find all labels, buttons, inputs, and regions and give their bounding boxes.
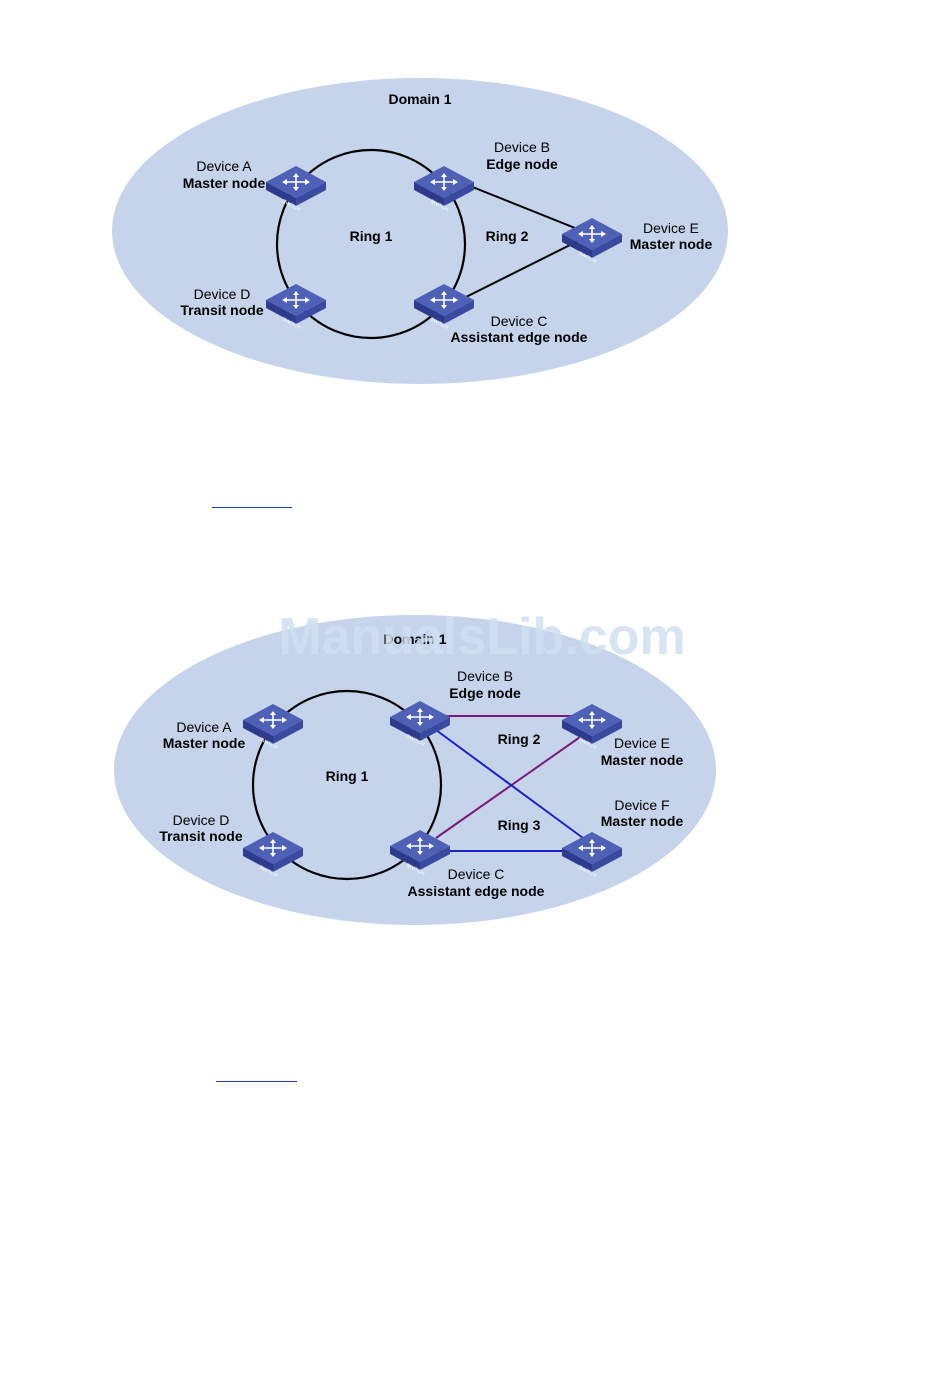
device-f-role: Master node <box>601 813 684 829</box>
watermark: ManualsLib.com <box>278 608 685 666</box>
device-a-name: Device A <box>196 158 252 174</box>
device-e-role: Master node <box>601 752 684 768</box>
domain-1-area <box>112 78 728 384</box>
device-a-name: Device A <box>176 719 232 735</box>
domain-label: Domain 1 <box>388 91 451 107</box>
device-d-name: Device D <box>173 812 230 828</box>
device-e-role: Master node <box>630 236 713 252</box>
device-b-name: Device B <box>494 139 550 155</box>
device-d-name: Device D <box>194 286 251 302</box>
device-b-role: Edge node <box>449 685 521 701</box>
device-c-name: Device C <box>448 866 505 882</box>
device-d-role: Transit node <box>180 302 263 318</box>
ring-1-circle <box>251 689 443 881</box>
device-f-name: Device F <box>614 797 669 813</box>
ring-2-label: Ring 2 <box>486 228 529 244</box>
ring-2-link-b-e <box>459 181 581 231</box>
ring-3-label: Ring 3 <box>498 817 541 833</box>
device-c-name: Device C <box>491 313 548 329</box>
domain-label: Domain 1 <box>383 631 446 647</box>
device-c-role: Assistant edge node <box>451 329 588 345</box>
device-d-role: Transit node <box>159 828 242 844</box>
device-b-role: Edge node <box>486 156 558 172</box>
ring-1-label: Ring 1 <box>350 228 393 244</box>
figure-reference-link[interactable] <box>216 1080 297 1082</box>
ring-2-link-c-e <box>435 734 584 839</box>
device-b-name: Device B <box>457 668 513 684</box>
figure-2: Domain 1 Ring 1 Ring 2 Ring 3 Device A M… <box>114 615 716 925</box>
figure-reference-link[interactable] <box>212 506 292 508</box>
device-a-role: Master node <box>163 735 246 751</box>
ring-1-circle <box>275 148 467 340</box>
ring-2-link-c-e <box>459 239 581 301</box>
device-e-name: Device E <box>643 220 699 236</box>
ring-1-label: Ring 1 <box>326 768 369 784</box>
figure-1: Domain 1 Ring 1 Ring 2 Device A Master n… <box>112 78 728 384</box>
device-a-role: Master node <box>183 175 266 191</box>
device-c-role: Assistant edge node <box>408 883 545 899</box>
device-e-name: Device E <box>614 735 670 751</box>
ring-3-link-b-f <box>435 729 584 839</box>
ring-2-label: Ring 2 <box>498 731 541 747</box>
